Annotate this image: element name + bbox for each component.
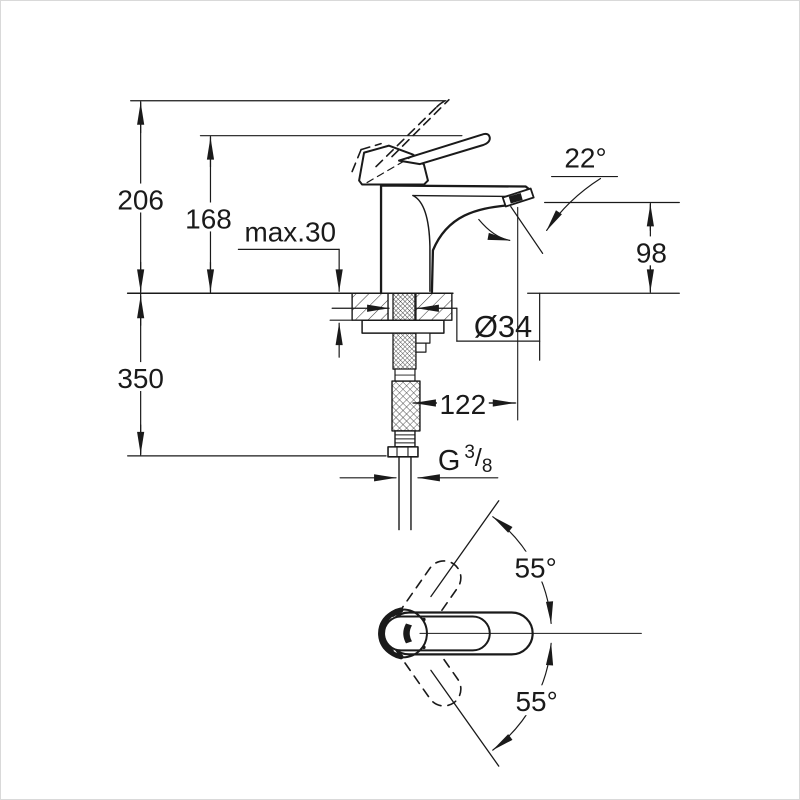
dim-350-label: 350 (117, 363, 164, 394)
dim-22deg-label: 22° (564, 143, 606, 174)
faucet-front-view (351, 98, 619, 531)
aerator-angle-annotation (478, 175, 619, 421)
dimension-spout-reach: 122 (412, 388, 517, 420)
faucet-body (379, 184, 535, 294)
thread-numerator: 3 (464, 442, 475, 463)
dim-max30-label: max.30 (244, 216, 336, 247)
dim-168-label: 168 (185, 203, 232, 234)
thread-denominator: 8 (482, 456, 493, 477)
braided-hose (391, 380, 421, 432)
dim-55deg-upper-label: 55° (515, 553, 557, 584)
dim-122-label: 122 (440, 389, 487, 420)
lever-raised-position (351, 98, 450, 173)
dimension-spout-height: 98 (627, 202, 674, 293)
faucet-top-view: 55° 55° (378, 500, 642, 767)
dim-d34-label: Ø34 (474, 309, 532, 344)
mounting-flange (361, 319, 445, 334)
dimension-hole-diameter: Ø34 (331, 292, 541, 361)
dimension-max-mounting-thickness: max.30 (237, 216, 343, 358)
dimensions: 206 168 max.30 Ø34 (112, 100, 680, 482)
dimension-hose-length: 350 (112, 293, 169, 456)
dimension-overall-height: 206 (112, 101, 169, 293)
lever-handle (351, 98, 491, 187)
dim-206-label: 206 (117, 184, 164, 215)
dimension-lever-height: 168 (182, 136, 237, 293)
thread-g: G (438, 445, 460, 477)
dim-55deg-lower-label: 55° (516, 686, 558, 717)
hose-nut (387, 446, 419, 458)
lever-blade (398, 132, 491, 166)
thread-slash: / (475, 444, 482, 472)
dim-98-label: 98 (636, 237, 667, 268)
swing-angle-annotation: 55° 55° (419, 500, 642, 767)
